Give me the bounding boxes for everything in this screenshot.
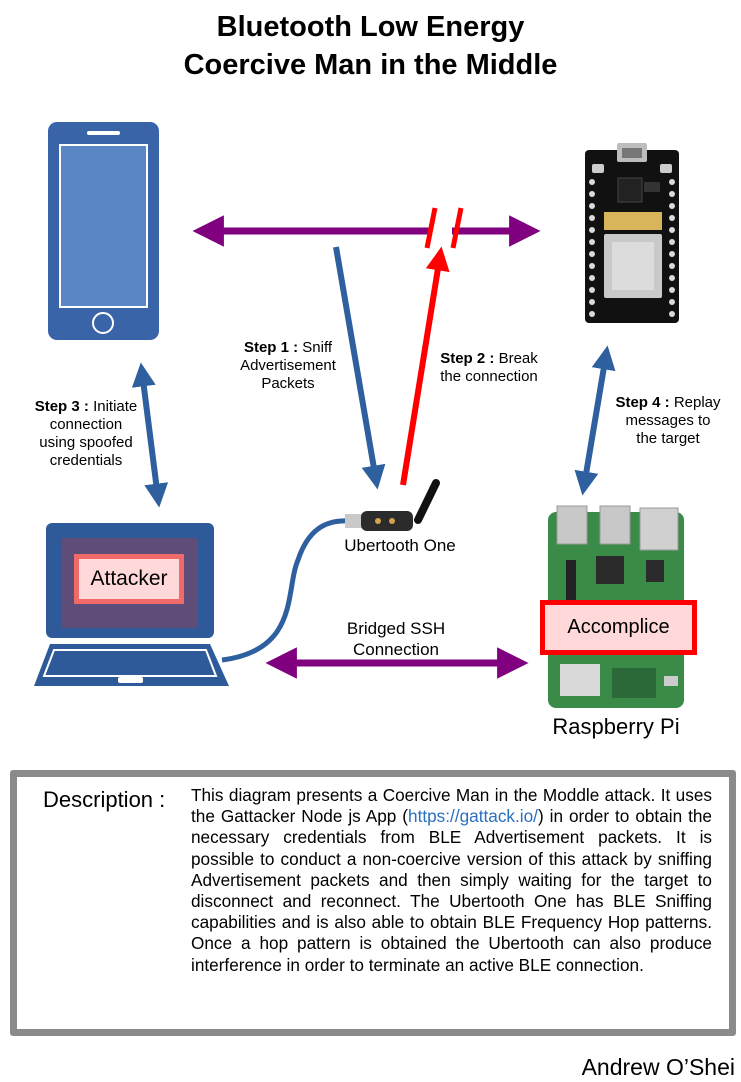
step1-line-1: Sniff [302, 339, 333, 356]
step3-arrow [131, 362, 169, 508]
step4-line-2: messages to [625, 412, 711, 429]
step1-line-2: Advertisement [240, 357, 336, 374]
ubertooth-label: Ubertooth One [344, 536, 456, 555]
accomplice-label-box: Accomplice [540, 600, 697, 655]
step1-prefix: Step 1 : [243, 339, 299, 356]
description-text-part-2: ) in order to obtain the necessary crede… [191, 806, 712, 975]
step4-prefix: Step 4 : [615, 394, 670, 411]
step3-prefix: Step 3 : [34, 398, 89, 415]
bridged-ssh-line-1: Bridged SSH [346, 619, 446, 638]
step3-line-4: credentials [49, 452, 123, 469]
author-name: Andrew O’Shei [581, 1054, 735, 1080]
description-box: Description : This diagram presents a Co… [10, 770, 736, 1036]
raspberry-pi-label: Raspberry Pi [552, 714, 680, 739]
step2-line-1: Break [498, 350, 538, 367]
smartphone-icon [48, 122, 159, 340]
step4-line-1: Replay [673, 394, 721, 411]
step2-arrow [400, 246, 450, 486]
attacker-label-box: Attacker [74, 554, 184, 604]
bridged-ssh-line-2: Connection [352, 640, 439, 659]
step3-line-1: Initiate [93, 398, 138, 415]
attacker-label: Attacker [90, 567, 168, 590]
step4-line-3: the target [636, 430, 700, 447]
accomplice-label: Accomplice [567, 616, 670, 638]
esp32-target-board-icon [585, 143, 679, 323]
step3-line-2: connection [49, 416, 123, 433]
ubertooth-one-icon [345, 479, 440, 531]
gattacker-link[interactable]: https://gattack.io/ [408, 806, 538, 827]
bridged-ssh-label: Bridged SSH Connection [310, 618, 482, 660]
step1-arrow [333, 246, 386, 490]
step4-label: Step 4 : Replay messages to the target [600, 394, 736, 448]
description-text: This diagram presents a Coercive Man in … [191, 785, 712, 976]
usb-cable [221, 518, 349, 663]
step1-line-3: Packets [261, 375, 315, 392]
title-line-2: Coercive Man in the Middle [183, 49, 558, 81]
description-heading: Description : [43, 787, 166, 812]
connection-break-icon [424, 207, 464, 249]
step2-label: Step 2 : Break the connection [424, 350, 554, 386]
step3-line-3: using spoofed [39, 434, 133, 451]
step2-prefix: Step 2 : [440, 350, 495, 367]
title-line-1: Bluetooth Low Energy [216, 11, 525, 43]
step1-label: Step 1 : Sniff Advertisement Packets [220, 339, 356, 393]
description-text-part-1: This diagram presents a Coercive Man in … [191, 785, 712, 827]
step4-arrow [574, 345, 616, 496]
step3-label: Step 3 : Initiate connection using spoof… [20, 398, 152, 470]
laptop-icon [34, 523, 229, 686]
diagram-title: Bluetooth Low Energy Coercive Man in the… [0, 8, 741, 84]
step2-line-2: the connection [440, 368, 538, 385]
